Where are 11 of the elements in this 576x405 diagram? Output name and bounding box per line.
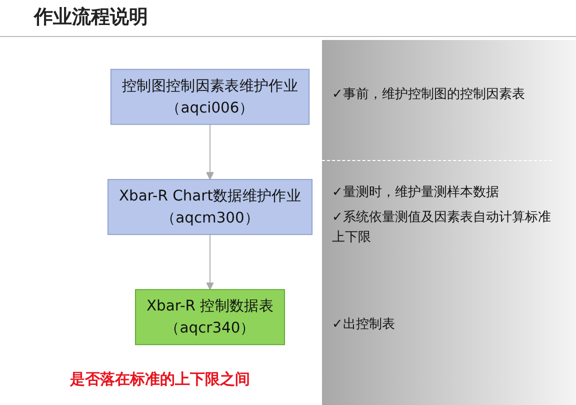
node-box: Xbar-R 控制数据表 （aqcr340）: [135, 289, 285, 346]
arrow: [206, 124, 214, 180]
node-box: Xbar-R Chart数据维护作业 （aqcm300）: [107, 179, 313, 235]
note-text: ✓出控制表: [332, 316, 396, 334]
title: 作业流程说明: [34, 5, 148, 30]
note-text: ✓量测时，维护量测样本数据: [332, 184, 500, 202]
note-text: ✓系统依量测值及因素表自动计算标准上下限: [332, 209, 552, 246]
arrow: [206, 234, 214, 290]
node-box: 控制图控制因素表维护作业 （aqci006）: [110, 68, 310, 125]
question-text: 是否落在标准的上下限之间: [70, 370, 250, 389]
note-text: ✓事前，维护控制图的控制因素表: [332, 86, 526, 104]
